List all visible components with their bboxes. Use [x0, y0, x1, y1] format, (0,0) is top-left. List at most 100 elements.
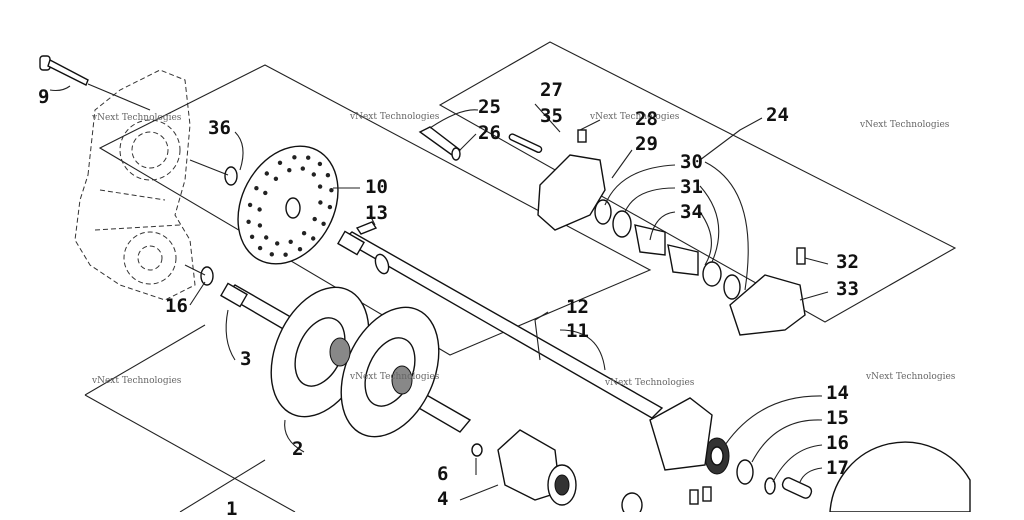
washer-16-left: [200, 266, 214, 286]
callout-15: 15: [826, 407, 849, 429]
bleeder-27: [577, 129, 587, 143]
drive-sprocket-2b: [340, 306, 440, 438]
disc-hole: [306, 155, 311, 160]
pin-17: [781, 477, 813, 499]
disc-hole: [249, 234, 255, 239]
disc-hole: [297, 247, 303, 252]
callout-25: 25: [478, 96, 501, 118]
callout-35: 35: [540, 105, 563, 127]
callout-2: 2: [292, 438, 304, 460]
callout-27: 27: [540, 79, 563, 101]
callout-11: 11: [566, 320, 589, 342]
callout-36: 36: [208, 117, 231, 139]
washer-26: [451, 147, 461, 161]
callout-34: 34: [680, 201, 703, 223]
disc-hole: [254, 186, 259, 191]
disc-hole: [264, 171, 269, 176]
lower-plane-edge-2: [179, 459, 266, 512]
watermark: vNext Technologies: [860, 120, 950, 130]
watermark: vNext Technologies: [350, 112, 440, 122]
disc-hole: [257, 223, 263, 228]
disc-hole: [273, 176, 279, 181]
brake-pad-34: [667, 244, 699, 276]
disc-hole: [275, 241, 280, 246]
caliper-plane-outline: [438, 41, 957, 323]
callout-6: 6: [437, 463, 449, 485]
disc-hole: [287, 168, 292, 173]
bleeder-32: [796, 247, 806, 265]
disc-hole: [300, 166, 305, 171]
callout-1: 1: [226, 498, 238, 520]
flange-plate: [649, 397, 713, 471]
caliper-half-outer-33: [729, 274, 806, 336]
callout-24: 24: [766, 104, 789, 126]
callout-26: 26: [478, 122, 501, 144]
watermark: vNext Technologies: [605, 378, 695, 388]
piston-outer: [702, 261, 722, 287]
disc-hole: [247, 202, 253, 208]
callout-13: 13: [365, 202, 388, 224]
washer-16-right: [764, 477, 776, 495]
disc-hole: [257, 207, 262, 212]
watermark: vNext Technologies: [92, 113, 182, 123]
disc-hole: [257, 245, 263, 251]
callout-3: 3: [240, 348, 252, 370]
lower-plane-edge: [84, 394, 296, 512]
disc-hole: [312, 216, 317, 222]
washer-36: [224, 166, 238, 186]
partial-part-lower: [621, 492, 643, 512]
watermark: vNext Technologies: [350, 372, 440, 382]
upper-plane-outline: [98, 64, 652, 356]
drive-shaft-hub: [329, 337, 351, 367]
callout-30: 30: [680, 151, 703, 173]
disc-hole: [311, 172, 316, 177]
piston-31: [612, 210, 632, 238]
drive-shaft-hub-2: [391, 365, 413, 395]
leader-lines: [49, 85, 829, 501]
disc-hole: [325, 173, 331, 178]
disc-hole: [321, 221, 326, 226]
callout-28: 28: [635, 108, 658, 130]
watermark: vNext Technologies: [590, 112, 680, 122]
disc-hole: [277, 160, 283, 165]
callout-16-left: 16: [165, 295, 188, 317]
disc-hole: [317, 161, 323, 167]
callout-4: 4: [437, 488, 449, 510]
callout-29: 29: [635, 133, 658, 155]
callout-10: 10: [365, 176, 388, 198]
lower-plane-outline: [84, 324, 206, 396]
disc-hole: [288, 239, 293, 244]
disc-hole: [301, 231, 307, 236]
disc-hole: [311, 236, 316, 241]
clip-parts: [689, 486, 712, 505]
idler-wheel: [829, 441, 971, 512]
disc-hole: [327, 204, 333, 210]
key-13: [355, 221, 378, 235]
chaincase-housing: [74, 69, 196, 301]
callout-12: 12: [566, 296, 589, 318]
watermark: vNext Technologies: [866, 372, 956, 382]
brake-shaft-12: [337, 230, 664, 419]
pin-35: [508, 133, 543, 154]
callout-17: 17: [826, 457, 849, 479]
callout-31: 31: [680, 176, 703, 198]
callout-16-right: 16: [826, 432, 849, 454]
disc-hole: [317, 184, 323, 189]
disc-hole: [264, 235, 269, 240]
disc-hole: [329, 188, 334, 193]
disc-hole: [246, 219, 251, 224]
o-ring-30b: [723, 274, 741, 300]
disc-hole: [283, 252, 288, 257]
disc-hole: [269, 252, 274, 257]
watermark: vNext Technologies: [92, 376, 182, 386]
bolt-9: [39, 55, 89, 86]
pin-6: [471, 443, 483, 457]
washer-15: [736, 459, 754, 485]
disc-hole: [263, 190, 268, 196]
brake-disc-10: [237, 145, 339, 265]
callout-9: 9: [38, 86, 50, 108]
disc-hole: [292, 155, 297, 160]
disc-hole: [318, 200, 323, 205]
callout-14: 14: [826, 382, 849, 404]
